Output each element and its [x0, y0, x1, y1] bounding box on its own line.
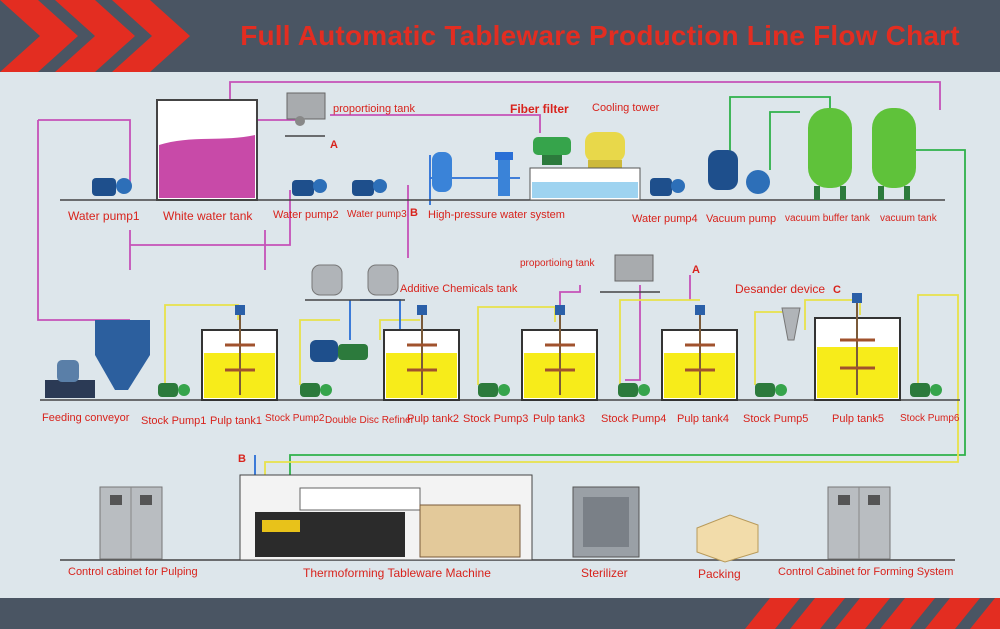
stock-pump6	[910, 383, 942, 397]
label-cooling-tower: Cooling tower	[592, 102, 660, 114]
pulp-tank4	[661, 305, 738, 401]
connector-a-top: A	[330, 139, 338, 151]
label-stock-pump3: Stock Pump3	[463, 413, 529, 425]
label-pulp-tank4: Pulp tank4	[677, 413, 729, 425]
label-stock-pump2: Stock Pump2	[265, 413, 325, 424]
vacuum-tank	[872, 108, 916, 200]
high-pressure-system	[432, 152, 513, 196]
label-vacuum-tank: vacuum tank	[880, 213, 937, 224]
label-white-water-tank: White water tank	[163, 209, 253, 223]
label-thermoforming-machine: Thermoforming Tableware Machine	[303, 566, 491, 580]
label-water-pump2: Water pump2	[273, 209, 339, 221]
white-water-tank	[156, 99, 258, 201]
label-water-pump1: Water pump1	[68, 209, 140, 223]
fiber-filter	[533, 137, 571, 165]
desander-device	[781, 307, 801, 341]
label-proportioning-tank-top: proportioing tank	[333, 103, 415, 115]
water-pump3	[352, 179, 387, 196]
label-pulp-tank5: Pulp tank5	[832, 413, 884, 425]
stock-pump5	[755, 383, 787, 397]
connector-b-bottom: B	[238, 453, 246, 465]
proportioning-tank-top	[286, 92, 326, 126]
feeding-conveyor	[45, 320, 150, 398]
label-desander-device: Desander device	[735, 282, 826, 296]
sterilizer	[572, 486, 640, 558]
pulp-tank5	[814, 293, 901, 401]
proportioning-tank-mid	[614, 254, 654, 282]
label-water-pump4: Water pump4	[632, 213, 698, 225]
label-control-cabinet-pulping: Control cabinet for Pulping	[68, 566, 198, 578]
header-chevrons	[0, 0, 190, 72]
label-feeding-conveyor: Feeding conveyor	[42, 412, 130, 424]
water-pump1	[92, 178, 132, 196]
stock-pump2	[300, 383, 332, 397]
label-packing: Packing	[698, 567, 741, 581]
connector-c: C	[833, 284, 841, 296]
additive-tanks	[311, 264, 399, 296]
stock-pump3	[478, 383, 510, 397]
footer-chevrons	[745, 598, 1000, 629]
label-stock-pump1: Stock Pump1	[141, 415, 207, 427]
label-vacuum-buffer-tank: vacuum buffer tank	[785, 213, 870, 224]
label-stock-pump5: Stock Pump5	[743, 413, 809, 425]
label-control-cabinet-forming: Control Cabinet for Forming System	[778, 566, 954, 578]
label-additive-chemicals-tank: Additive Chemicals tank	[400, 283, 518, 295]
double-disc-refiner	[310, 340, 368, 362]
label-stock-pump6: Stock Pump6	[900, 413, 960, 424]
connector-b-top: B	[410, 207, 418, 219]
pulp-tank1	[201, 305, 278, 401]
control-cabinet-forming	[827, 486, 891, 560]
packing-box	[696, 514, 759, 563]
label-proportioning-tank-mid: proportioing tank	[520, 258, 595, 269]
water-basin	[529, 167, 641, 201]
label-pulp-tank3: Pulp tank3	[533, 413, 585, 425]
label-double-disc-refiner: Double Disc Refiner	[325, 415, 414, 426]
page-title: Full Automatic Tableware Production Line…	[240, 20, 960, 51]
label-high-pressure-system: High-pressure water system	[428, 209, 565, 221]
water-pump2	[292, 179, 327, 196]
label-fiber-filter: Fiber filter	[510, 102, 569, 116]
label-stock-pump4: Stock Pump4	[601, 413, 667, 425]
cooling-tower	[585, 132, 625, 170]
stock-pump1	[158, 383, 190, 397]
label-vacuum-pump: Vacuum pump	[706, 213, 777, 225]
thermoforming-machine	[239, 474, 533, 561]
label-water-pump3: Water pump3	[347, 209, 407, 220]
connector-a-mid: A	[692, 264, 700, 276]
blue-pipes	[254, 155, 520, 478]
stock-pump4	[618, 383, 650, 397]
label-pulp-tank2: Pulp tank2	[407, 413, 459, 425]
pulp-tank3	[521, 305, 598, 401]
vacuum-buffer-tank	[808, 108, 852, 200]
label-sterilizer: Sterilizer	[581, 566, 628, 580]
water-pump4	[650, 178, 685, 196]
control-cabinet-pulping	[99, 486, 163, 560]
pulp-tank2	[383, 305, 460, 401]
label-pulp-tank1: Pulp tank1	[210, 415, 262, 427]
vacuum-pump	[708, 150, 770, 194]
